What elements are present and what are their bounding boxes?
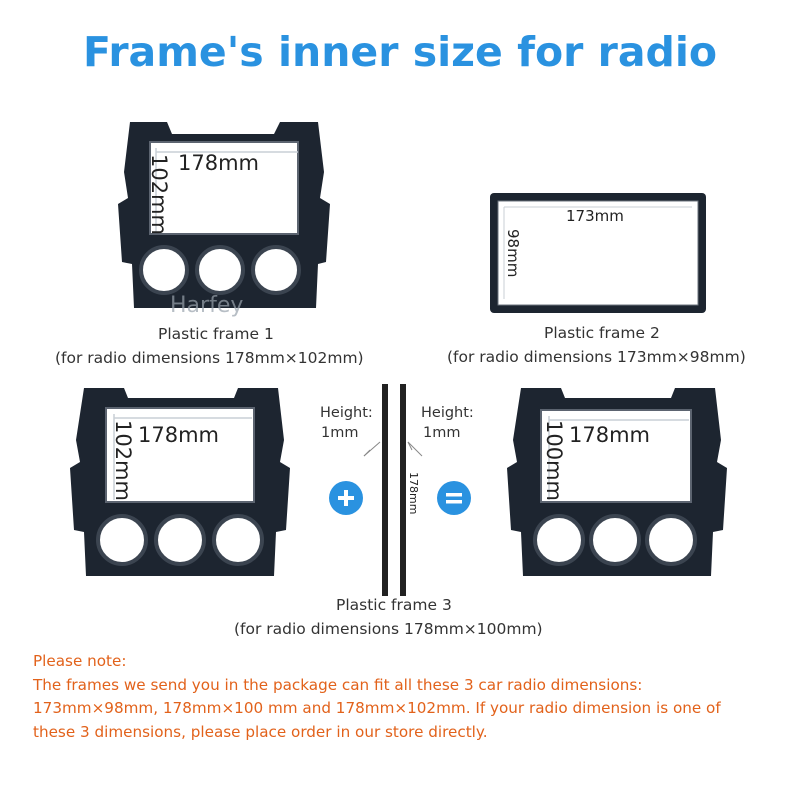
spacer-strip-image: 178mm (363, 384, 423, 596)
frame3-result-height-label: 100mm (542, 420, 566, 501)
frame1-sub-caption: (for radio dimensions 178mm×102mm) (55, 349, 364, 367)
plus-icon (329, 481, 363, 515)
equals-icon (437, 481, 471, 515)
strip-height-left-value: 1mm (321, 425, 359, 441)
strip-height-right-label: Height: (421, 405, 474, 421)
plastic-frame-3-left-image: 178mm 102mm (70, 388, 290, 576)
plastic-frame-3-result-image: 178mm 100mm (507, 388, 727, 576)
strip-height-right-value: 1mm (423, 425, 461, 441)
note-line-3: these 3 dimensions, please place order i… (33, 722, 488, 741)
page-title: Frame's inner size for radio (82, 28, 718, 76)
frame1-width-label: 178mm (178, 151, 259, 175)
frame2-sub-caption: (for radio dimensions 173mm×98mm) (447, 348, 746, 366)
frame2-width-label: 173mm (566, 207, 624, 225)
frame1-caption: Plastic frame 1 (158, 325, 274, 343)
plastic-frame-1-image: 178mm 102mm Harfey (118, 122, 330, 318)
note-line-1: The frames we send you in the package ca… (33, 675, 643, 694)
strip-height-left-label: Height: (320, 405, 373, 421)
note-line-2: 173mm×98mm, 178mm×100 mm and 178mm×102mm… (33, 699, 721, 717)
frame3-caption: Plastic frame 3 (336, 596, 452, 614)
note-block: Please note: The frames we send you in t… (33, 650, 783, 744)
frame2-height-label: 98mm (504, 229, 522, 277)
frame2-caption: Plastic frame 2 (544, 324, 660, 342)
strip-length-label: 178mm (407, 472, 420, 514)
frame3-left-width-label: 178mm (138, 423, 219, 447)
watermark: Harfey (170, 293, 243, 318)
frame3-left-height-label: 102mm (111, 420, 135, 501)
frame3-result-width-label: 178mm (569, 423, 650, 447)
frame1-height-label: 102mm (147, 154, 171, 235)
frame3-sub-caption: (for radio dimensions 178mm×100mm) (234, 620, 543, 638)
note-heading: Please note: (33, 652, 127, 670)
plastic-frame-2-image: 173mm 98mm (490, 193, 706, 313)
